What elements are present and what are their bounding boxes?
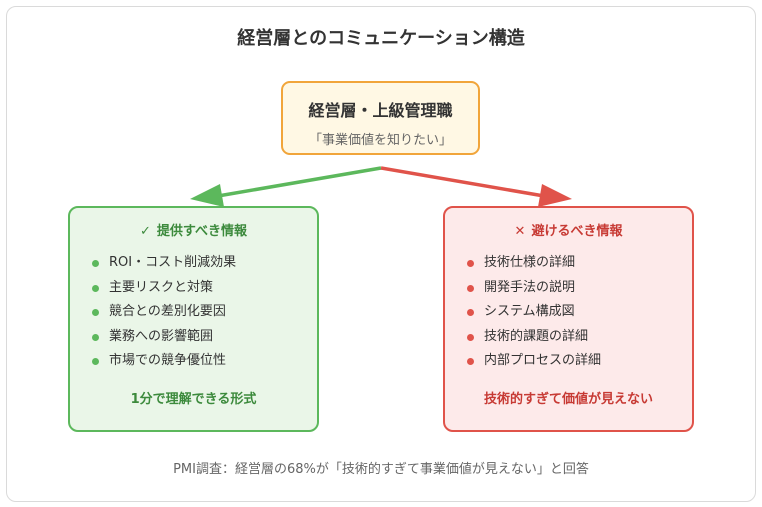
bullet-dot-icon [92,358,99,365]
list-item: 市場での競争優位性 [92,352,236,377]
list-item-text: 業務への影響範囲 [109,328,214,344]
diagram-title: 経営層とのコミュニケーション構造 [237,28,525,49]
bullet-dot-icon [467,260,474,267]
arrow-to-bad [380,166,545,198]
avoid-info-list: 技術仕様の詳細 開発手法の説明 システム構成図 技術的課題の詳細 内部プロセスの… [467,254,601,377]
avoid-info-heading: ✕ 避けるべき情報 [445,220,692,239]
provide-info-heading-text: 提供すべき情報 [156,224,247,239]
list-item-text: 開発手法の説明 [484,279,576,295]
list-item-text: 内部プロセスの詳細 [484,353,602,368]
bullet-dot-icon [92,260,99,267]
list-item: 技術的課題の詳細 [467,328,601,353]
list-item: 競合との差別化要因 [92,303,236,328]
provide-info-panel: ✓ 提供すべき情報 ROI・コスト削減効果 主要リスクと対策 競合との差別化要因 … [68,206,319,432]
list-item: 技術仕様の詳細 [467,254,601,279]
bullet-dot-icon [467,309,474,316]
list-item-text: 主要リスクと対策 [109,279,214,295]
avoid-info-panel: ✕ 避けるべき情報 技術仕様の詳細 開発手法の説明 システム構成図 技術的課題の詳… [443,206,694,432]
list-item: 主要リスクと対策 [92,279,236,304]
list-item-text: 市場での競争優位性 [109,353,227,368]
list-item: 内部プロセスの詳細 [467,352,601,377]
list-item: 開発手法の説明 [467,279,601,304]
provide-info-list: ROI・コスト削減効果 主要リスクと対策 競合との差別化要因 業務への影響範囲 … [92,254,236,377]
executive-box: 経営層・上級管理職 「事業価値を知りたい」 [281,81,480,155]
provide-info-heading: ✓ 提供すべき情報 [70,220,317,239]
survey-footnote: PMI調査：経営層の68%が「技術的すぎて事業価値が見えない」と回答 [173,462,589,477]
provide-info-footer: 1分で理解できる形式 [130,392,257,407]
bullet-dot-icon [92,333,99,341]
bullet-dot-icon [467,333,474,341]
list-item-text: システム構成図 [484,304,575,319]
cross-icon: ✕ [514,224,526,239]
list-item: 業務への影響範囲 [92,328,236,353]
avoid-info-footer: 技術的すぎて価値が見えない [483,392,653,407]
arrow-head-bad [538,184,572,207]
arrow-head-good [190,184,224,207]
bullet-dot-icon [92,309,99,316]
bullet-dot-icon [467,284,474,292]
list-item: システム構成図 [467,303,601,328]
bullet-dot-icon [92,284,99,292]
list-item-text: 競合との差別化要因 [109,304,226,319]
list-item-text: ROI・コスト削減効果 [109,255,237,270]
list-item-text: 技術的課題の詳細 [484,328,589,344]
list-item: ROI・コスト削減効果 [92,254,236,279]
bullet-dot-icon [467,358,474,365]
avoid-info-heading-text: 避けるべき情報 [531,224,623,239]
executive-title: 経営層・上級管理職 [308,101,453,120]
arrow-to-good [217,166,382,198]
list-item-text: 技術仕様の詳細 [484,255,576,270]
executive-quote: 「事業価値を知りたい」 [308,133,452,148]
check-icon: ✓ [140,224,151,239]
